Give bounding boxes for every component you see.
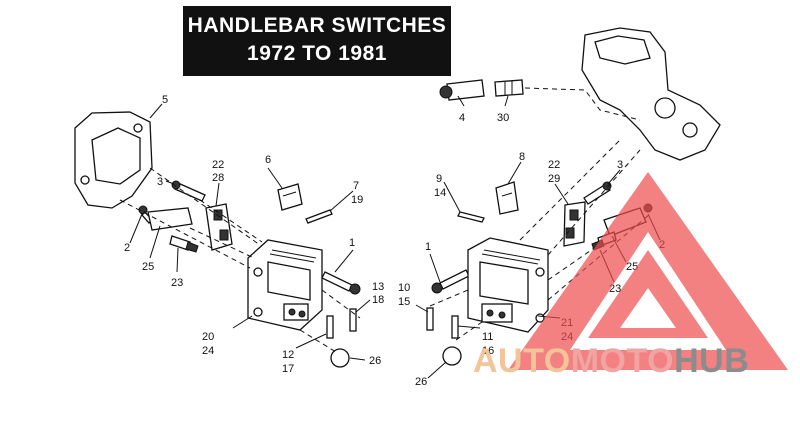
plate-6 (277, 183, 303, 211)
callout-1-right: 1 (425, 241, 431, 253)
title-box: HANDLEBAR SWITCHES 1972 TO 1981 (183, 6, 451, 76)
small-spring-right (457, 211, 485, 223)
callout-11: 11 (482, 331, 493, 343)
plug-4 (439, 79, 485, 101)
clip-left (147, 207, 193, 231)
callout-30: 30 (497, 112, 509, 124)
title-line-2: 1972 TO 1981 (247, 42, 387, 65)
terminal-11-16 (451, 315, 459, 339)
alignment-lines-left (119, 167, 361, 353)
callout-1-left: 1 (349, 237, 355, 249)
callout-4: 4 (459, 112, 465, 124)
callout-9: 9 (436, 173, 442, 185)
callout-18: 18 (372, 294, 384, 306)
handlebar-housing-right (581, 27, 721, 161)
fitting-30 (494, 79, 524, 97)
callout-25-left: 25 (142, 261, 154, 273)
callout-3-left: 3 (157, 176, 163, 188)
lower-housing-left (247, 239, 323, 331)
terminal-12-17 (326, 315, 334, 339)
callout-14: 14 (434, 187, 446, 199)
callout-26-left: 26 (369, 355, 381, 367)
automotohub-logo-triangle (508, 172, 788, 370)
callout-7: 7 (353, 180, 359, 192)
watermark-hub: HUB (674, 342, 750, 380)
ball-left (330, 348, 350, 368)
screw-left (171, 180, 206, 202)
long-screw-left (321, 271, 361, 295)
watermark-auto: AUTO (473, 342, 571, 380)
terminal-10-15 (426, 307, 434, 331)
small-spring-left (305, 209, 333, 224)
callout-10: 10 (398, 282, 410, 294)
callout-26-right: 26 (415, 376, 427, 388)
callout-23-left: 23 (171, 277, 183, 289)
callout-29: 29 (548, 173, 560, 185)
long-screw-right (431, 269, 470, 294)
callout-28: 28 (212, 172, 224, 184)
ball-right (442, 346, 462, 366)
callout-20: 20 (202, 331, 214, 343)
alignment-line-top (524, 87, 641, 121)
callout-16: 16 (482, 345, 494, 357)
callout-15: 15 (398, 296, 410, 308)
callout-3-right: 3 (617, 159, 623, 171)
watermark-moto: MOTO (570, 342, 675, 380)
lower-housing-right (467, 237, 549, 333)
callout-2-left: 2 (124, 242, 130, 254)
callout-8: 8 (519, 151, 525, 163)
switch-left (205, 203, 233, 251)
callout-22-left: 22 (212, 159, 224, 171)
callout-12: 12 (282, 349, 294, 361)
spring-contact-left (169, 235, 199, 253)
upper-housing-left (74, 111, 153, 209)
callout-5: 5 (162, 94, 168, 106)
watermark-text: AUTOMOTOHUB (473, 342, 749, 381)
callout-numbers: 5 3 2 25 23 22 28 6 7 19 1 13 18 20 24 1… (124, 94, 665, 388)
screw-right (583, 181, 612, 205)
callout-13: 13 (372, 281, 384, 293)
callout-17: 17 (282, 363, 294, 375)
callout-24-left: 24 (202, 345, 214, 357)
title-line-1: HANDLEBAR SWITCHES (187, 14, 447, 37)
terminal-13-18 (349, 308, 357, 332)
callout-19: 19 (351, 194, 363, 206)
callout-22-right: 22 (548, 159, 560, 171)
callout-6: 6 (265, 154, 271, 166)
